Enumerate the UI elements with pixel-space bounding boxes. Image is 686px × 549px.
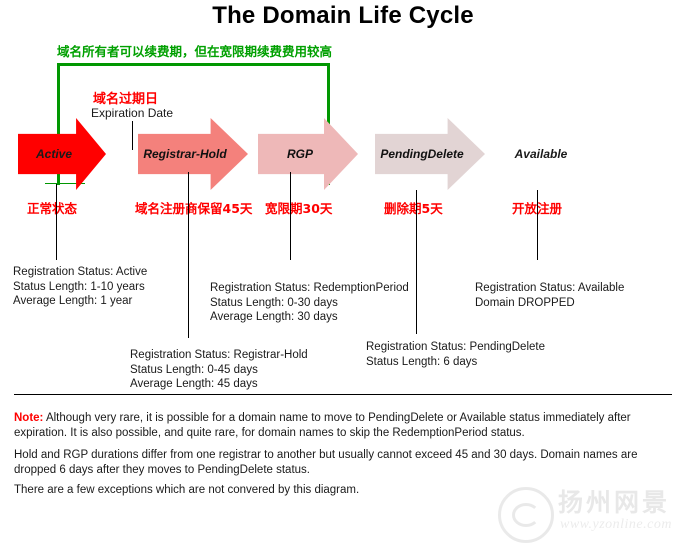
- stage-caption-active: 正常状态: [27, 201, 78, 216]
- page-title: The Domain Life Cycle: [212, 2, 474, 29]
- leader-line-available: [537, 190, 538, 260]
- note-paragraph-1: Note: Although very rare, it is possible…: [14, 411, 672, 441]
- detail-block-registrar-hold: Registration Status: Registrar-Hold Stat…: [130, 348, 308, 392]
- stage-arrow-registrar-hold-label: Registrar-Hold: [143, 147, 227, 161]
- renewal-bracket-foot: [45, 183, 85, 184]
- stage-caption-pending-delete: 删除期5天: [384, 201, 443, 216]
- note-paragraph-1-text: Although very rare, it is possible for a…: [14, 412, 631, 439]
- expiration-date-label-zh: 域名过期日: [93, 92, 159, 107]
- detail-available-line1: Registration Status: Available: [475, 282, 625, 294]
- stage-arrow-available-label: Available: [514, 147, 568, 161]
- leader-line-rgp: [290, 172, 291, 260]
- leader-line-active: [56, 184, 57, 260]
- leader-line-pending-delete: [416, 190, 417, 260]
- stage-arrow-available: Available: [497, 118, 601, 190]
- stage-arrow-pending-delete: PendingDelete: [375, 118, 485, 190]
- stage-caption-rgp: 宽限期30天: [265, 201, 333, 216]
- expiration-date-label-en: Expiration Date: [91, 106, 174, 120]
- stage-arrow-rgp-label: RGP: [286, 147, 313, 161]
- detail-rgp-line2: Status Length: 0-30 days: [210, 296, 338, 309]
- stage-caption-registrar-hold: 域名注册商保留45天: [135, 201, 253, 216]
- note-paragraph-2: Hold and RGP durations differ from one r…: [14, 449, 638, 476]
- leader-line-registrar-hold-detail: [188, 256, 189, 338]
- detail-block-rgp: Registration Status: RedemptionPeriod St…: [210, 281, 409, 325]
- detail-active-line1: Registration Status: Active: [13, 266, 148, 278]
- detail-registrar-hold-line1: Registration Status: Registrar-Hold: [130, 349, 308, 361]
- detail-rgp-line3: Average Length: 30 days: [210, 311, 338, 323]
- detail-pending-delete-line2: Status Length: 6 days: [366, 355, 478, 368]
- stage-arrow-active-label: Active: [35, 147, 73, 161]
- detail-block-available: Registration Status: Available Domain DR…: [475, 281, 624, 310]
- detail-rgp-line1: Registration Status: RedemptionPeriod: [210, 282, 409, 294]
- watermark-url-label: www.yzonline.com: [560, 517, 672, 532]
- stage-arrow-pending-delete-label: PendingDelete: [380, 147, 464, 161]
- renewal-note-label: 域名所有者可以续费期，但在宽限期续费费用较高: [57, 44, 333, 59]
- detail-block-pending-delete: Registration Status: PendingDelete Statu…: [366, 340, 545, 369]
- detail-pending-delete-line1: Registration Status: PendingDelete: [366, 341, 545, 353]
- leader-line-registrar-hold: [188, 172, 189, 260]
- detail-active-line3: Average Length: 1 year: [13, 295, 133, 307]
- note-paragraph-3: There are a few exceptions which are not…: [14, 484, 360, 496]
- detail-active-line2: Status Length: 1-10 years: [13, 280, 145, 293]
- detail-registrar-hold-line3: Average Length: 45 days: [130, 378, 258, 390]
- notes-divider: [14, 394, 672, 395]
- detail-registrar-hold-line2: Status Length: 0-45 days: [130, 363, 258, 376]
- detail-block-active: Registration Status: Active Status Lengt…: [13, 265, 147, 309]
- expiration-date-tick: [132, 121, 133, 150]
- note-lead-label: Note:: [14, 412, 44, 424]
- detail-available-line2: Domain DROPPED: [475, 296, 575, 309]
- leader-line-pending-delete-detail: [416, 256, 417, 334]
